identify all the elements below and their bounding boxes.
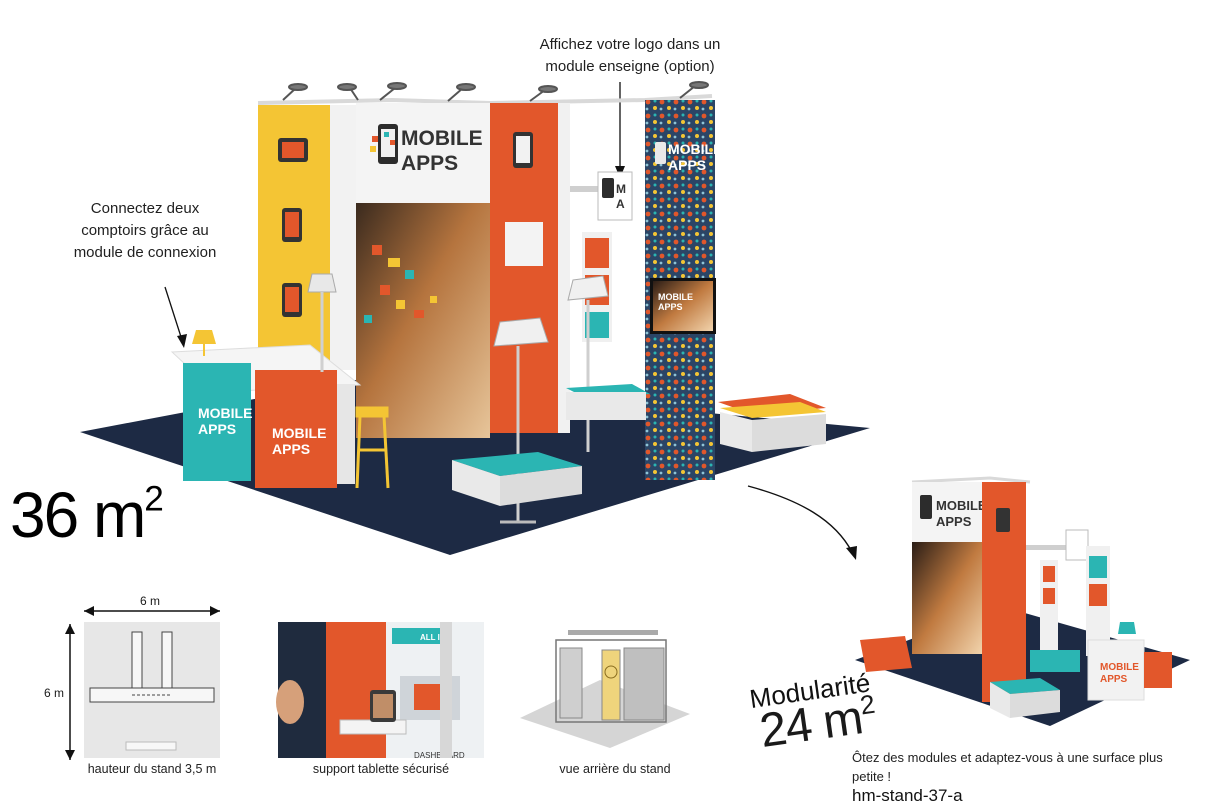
brand-line1: MOBILE: [198, 405, 252, 421]
brand-line1: MOBILE: [272, 425, 326, 441]
brand-line2: APPS: [1100, 674, 1128, 685]
screen-brand: APPS: [658, 302, 683, 312]
stand-illustration-small: MOBILE APPS MOBILE APPS: [855, 476, 1190, 726]
ottoman-back: [566, 384, 650, 420]
brand-line2: APPS: [936, 514, 972, 529]
counter-left: MOBILE APPS MOBILE APPS: [170, 344, 362, 488]
arrow-connect: [164, 286, 183, 341]
thumb-tablet-support: ALL IN DASHBOARD: [276, 622, 484, 760]
orange-tower-side: [558, 103, 570, 433]
caption-plan: hauteur du stand 3,5 m: [87, 762, 217, 776]
sign-letter-a: A: [616, 197, 625, 211]
brand-line1: MOBILE: [936, 498, 987, 513]
floor-plan: [65, 606, 220, 760]
callout-connect-counters: Connectez deux comptoirs grâce au module…: [55, 198, 235, 264]
thumb-screen-text: DASHBOARD: [414, 751, 465, 760]
main-area-value: 36 m: [10, 479, 146, 551]
main-area-label: 36 m2: [10, 478, 164, 552]
plan-depth-label: 6 m: [44, 686, 65, 700]
callout-line: comptoirs grâce au: [81, 222, 209, 239]
top-frame: [257, 94, 713, 106]
modularity-note: Ôtez des modules et adaptez-vous à une s…: [852, 750, 1163, 784]
callout-line: module enseigne (option): [545, 58, 715, 75]
callout-logo-option: Affichez votre logo dans un module ensei…: [510, 34, 750, 78]
tablet-kiosk-2: [567, 275, 609, 452]
sign-letter-m: M: [616, 182, 626, 196]
caption-tablet-support: support tablette sécurisé: [312, 762, 450, 776]
brand-line1: MOBILE: [401, 127, 483, 150]
brand-line2: APPS: [401, 152, 458, 175]
thumb-rear-view: [520, 630, 690, 748]
callout-line: Affichez votre logo dans un: [539, 36, 721, 53]
callout-line: Connectez deux: [90, 200, 200, 217]
ottoman-center: [452, 452, 582, 506]
thumb-panel-text: ALL IN: [420, 633, 446, 642]
brand-line2: APPS: [272, 441, 310, 457]
plan-width-label: 6 m: [140, 594, 161, 608]
brand-line2: APPS: [198, 421, 236, 437]
ottoman-right: [718, 394, 826, 452]
arrow-head: [177, 334, 187, 348]
photo-wall: [356, 203, 490, 438]
pattern-tower-logo: MOBILE APPS: [655, 141, 722, 173]
orange-tower-icons: [505, 132, 543, 266]
spot-lights: [282, 81, 709, 102]
brand-line1: MOBILE: [1100, 662, 1139, 673]
brand-line2: APPS: [668, 157, 706, 173]
callout-line: module de connexion: [73, 244, 217, 261]
mobile-apps-logo: MOBILE APPS: [370, 124, 483, 175]
bar-stool: [355, 406, 390, 489]
tablet-stand: [307, 273, 337, 372]
caption-rear-view: vue arrière du stand: [559, 762, 671, 776]
arrow-head: [846, 546, 857, 560]
yellow-panel-icons: [278, 138, 308, 317]
product-reference: hm-stand-37-a: [852, 786, 963, 805]
photo-app-tiles: [364, 245, 437, 323]
connector-arm: [570, 186, 600, 192]
screen-brand: MOBILE: [658, 292, 693, 302]
brand-line1: MOBILE: [668, 141, 722, 157]
white-panel: [330, 105, 356, 370]
main-area-exponent: 2: [144, 479, 164, 519]
table-lamp: [192, 330, 216, 356]
arrow-to-small-stand: [747, 485, 853, 553]
